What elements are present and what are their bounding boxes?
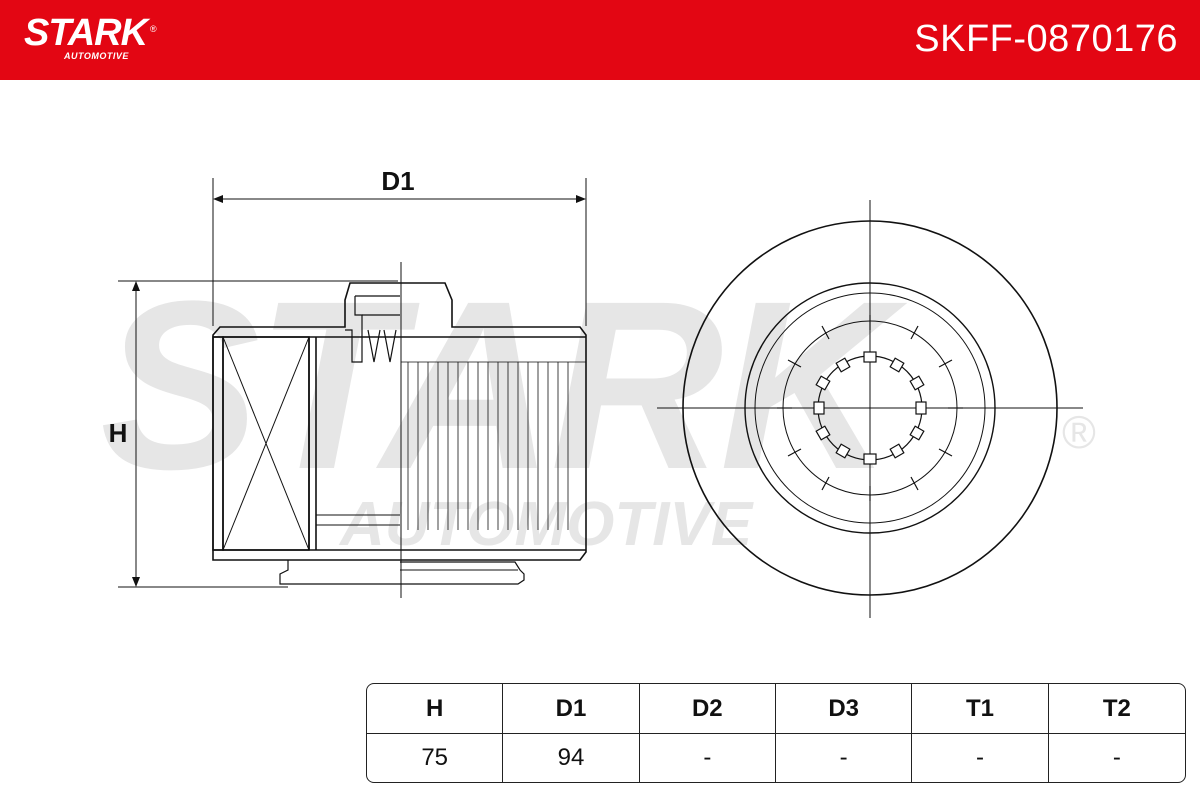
spec-value-d3: -: [776, 734, 913, 782]
watermark-registered: ®: [1062, 406, 1096, 458]
dimension-d1: [212, 178, 587, 326]
brand-logo-subtitle: AUTOMOTIVE: [64, 51, 129, 61]
end-view-tabs: [777, 315, 963, 501]
spec-value-h: 75: [367, 734, 504, 782]
label-h: H: [109, 418, 128, 448]
spec-value-t2: -: [1112, 744, 1121, 771]
label-d1: D1: [381, 166, 414, 196]
filter-pleats: [401, 361, 586, 530]
spec-header-h: H: [367, 684, 504, 734]
side-view: D1 H: [109, 166, 587, 598]
spec-header-d2: D2: [639, 684, 776, 734]
header-bar: STARK AUTOMOTIVE ® SKFF-0870176: [0, 0, 1200, 80]
dimension-h: [118, 280, 398, 588]
watermark-sub: AUTOMOTIVE: [338, 490, 754, 559]
brand-registered-mark: ®: [150, 24, 157, 34]
spec-value-t1: -: [912, 734, 1049, 782]
end-view: [657, 200, 1083, 618]
part-number: SKFF-0870176: [914, 18, 1178, 60]
spec-table: H D1 D2 D3 T1 T2 75 94 - - - -: [366, 683, 1186, 783]
spec-value-d1: 94: [503, 734, 640, 782]
spec-header-t2: T2: [1048, 684, 1185, 734]
brand-logo: STARK AUTOMOTIVE: [24, 12, 148, 61]
brand-logo-name: STARK: [24, 12, 148, 54]
spec-header-d3: D3: [775, 684, 913, 734]
spec-value-d2: -: [640, 734, 776, 782]
watermark: STARK AUTOMOTIVE ®: [100, 251, 1096, 559]
spec-header-d1: D1: [503, 684, 640, 734]
spec-header-t1: T1: [912, 684, 1049, 734]
filter-body-outline: [212, 282, 587, 561]
